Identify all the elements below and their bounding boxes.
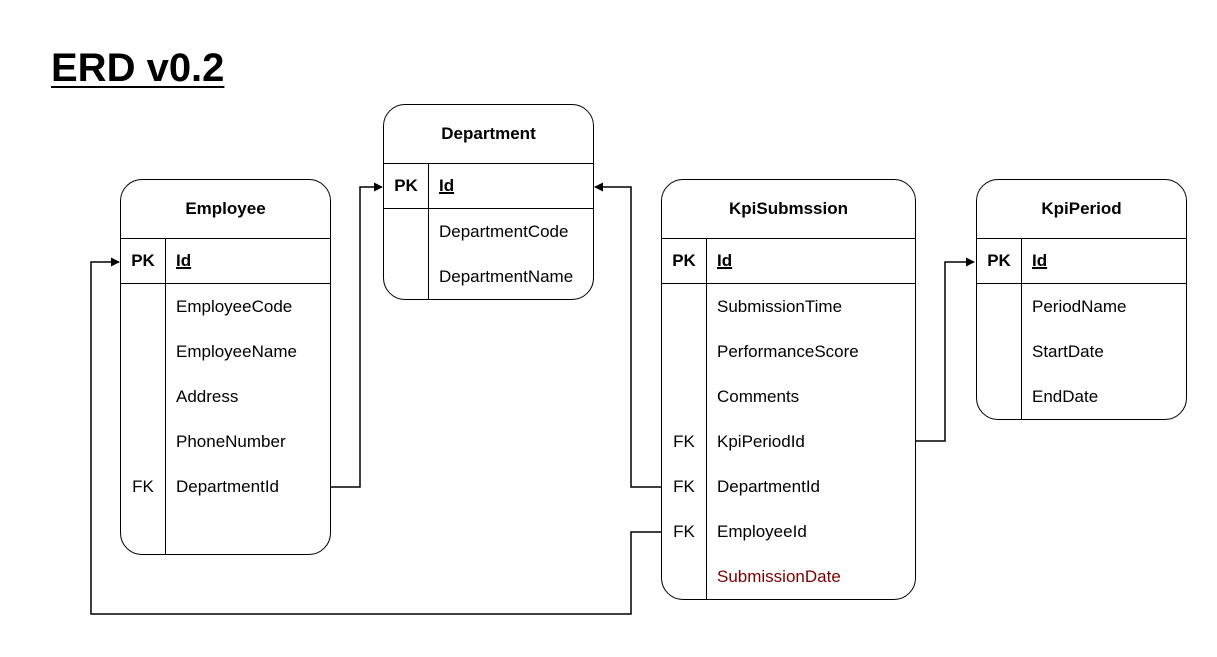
pk-field: Id <box>176 251 192 270</box>
connector-employee-department <box>331 182 383 488</box>
attribute-name: EmployeeName <box>176 341 297 361</box>
attribute-name: PeriodName <box>1032 296 1127 316</box>
attribute-name: Comments <box>717 386 800 406</box>
pk-label: PK <box>672 251 696 270</box>
pk-row: PK Id <box>662 239 915 284</box>
attribute-name-highlighted: SubmissionDate <box>717 566 841 586</box>
attribute-name: SubmissionTime <box>717 296 843 316</box>
connector-kpisubmission-kpiperiod <box>916 257 975 442</box>
attribute-name: EmployeeId <box>717 521 807 541</box>
attribute-row: StartDate <box>977 329 1186 374</box>
attribute-row: PhoneNumber <box>121 419 330 464</box>
attribute-row: SubmissionTime <box>662 284 915 329</box>
attribute-name: KpiPeriodId <box>717 431 805 451</box>
pk-row: PK Id <box>384 164 593 209</box>
entity-title: Employee <box>121 180 330 239</box>
attribute-row: FK DepartmentId <box>121 464 330 509</box>
attribute-row: EmployeeCode <box>121 284 330 329</box>
attribute-row: Address <box>121 374 330 419</box>
attribute-row: FK DepartmentId <box>662 464 915 509</box>
connector-kpisubmission-employee <box>90 257 661 615</box>
column-divider <box>706 239 707 599</box>
column-divider <box>165 239 166 554</box>
attribute-name: EndDate <box>1032 386 1099 406</box>
attribute-row: Comments <box>662 374 915 419</box>
entity-title: Department <box>384 105 593 164</box>
attribute-row-empty <box>121 509 330 554</box>
attribute-name: DepartmentId <box>717 476 820 496</box>
attribute-name: StartDate <box>1032 341 1104 361</box>
connector-kpisubmission-department <box>594 182 661 488</box>
attribute-name: Address <box>176 386 239 406</box>
pk-label: PK <box>394 176 418 195</box>
entity-title: KpiSubmssion <box>662 180 915 239</box>
column-divider <box>1021 239 1022 419</box>
attribute-row: PeriodName <box>977 284 1186 329</box>
fk-label: FK <box>673 521 695 541</box>
fk-label: FK <box>673 476 695 496</box>
entity-department[interactable]: Department PK Id DepartmentCode Departme… <box>383 104 594 300</box>
attribute-name: PerformanceScore <box>717 341 859 361</box>
attribute-row: EmployeeName <box>121 329 330 374</box>
attribute-name: EmployeeCode <box>176 296 293 316</box>
attribute-row: PerformanceScore <box>662 329 915 374</box>
pk-field: Id <box>717 251 733 270</box>
column-divider <box>428 164 429 299</box>
pk-field: Id <box>439 176 455 195</box>
attribute-row: DepartmentName <box>384 254 593 299</box>
diagram-title: ERD v0.2 <box>51 46 225 90</box>
pk-label: PK <box>987 251 1011 270</box>
attribute-row: EndDate <box>977 374 1186 419</box>
attribute-row: SubmissionDate <box>662 554 915 599</box>
pk-field: Id <box>1032 251 1048 270</box>
entity-kpi-period[interactable]: KpiPeriod PK Id PeriodName StartDate End… <box>976 179 1187 420</box>
attribute-name: DepartmentCode <box>439 221 569 241</box>
pk-row: PK Id <box>121 239 330 284</box>
entity-title: KpiPeriod <box>977 180 1186 239</box>
fk-label: FK <box>132 476 154 496</box>
pk-label: PK <box>131 251 155 270</box>
attribute-row: FK EmployeeId <box>662 509 915 554</box>
entity-kpi-submission[interactable]: KpiSubmssion PK Id SubmissionTime Perfor… <box>661 179 916 600</box>
attribute-name: PhoneNumber <box>176 431 286 451</box>
attribute-name: DepartmentName <box>439 266 574 286</box>
attribute-name: DepartmentId <box>176 476 279 496</box>
attribute-row: FK KpiPeriodId <box>662 419 915 464</box>
entity-employee[interactable]: Employee PK Id EmployeeCode EmployeeName… <box>120 179 331 555</box>
pk-row: PK Id <box>977 239 1186 284</box>
fk-label: FK <box>673 431 695 451</box>
attribute-row: DepartmentCode <box>384 209 593 254</box>
